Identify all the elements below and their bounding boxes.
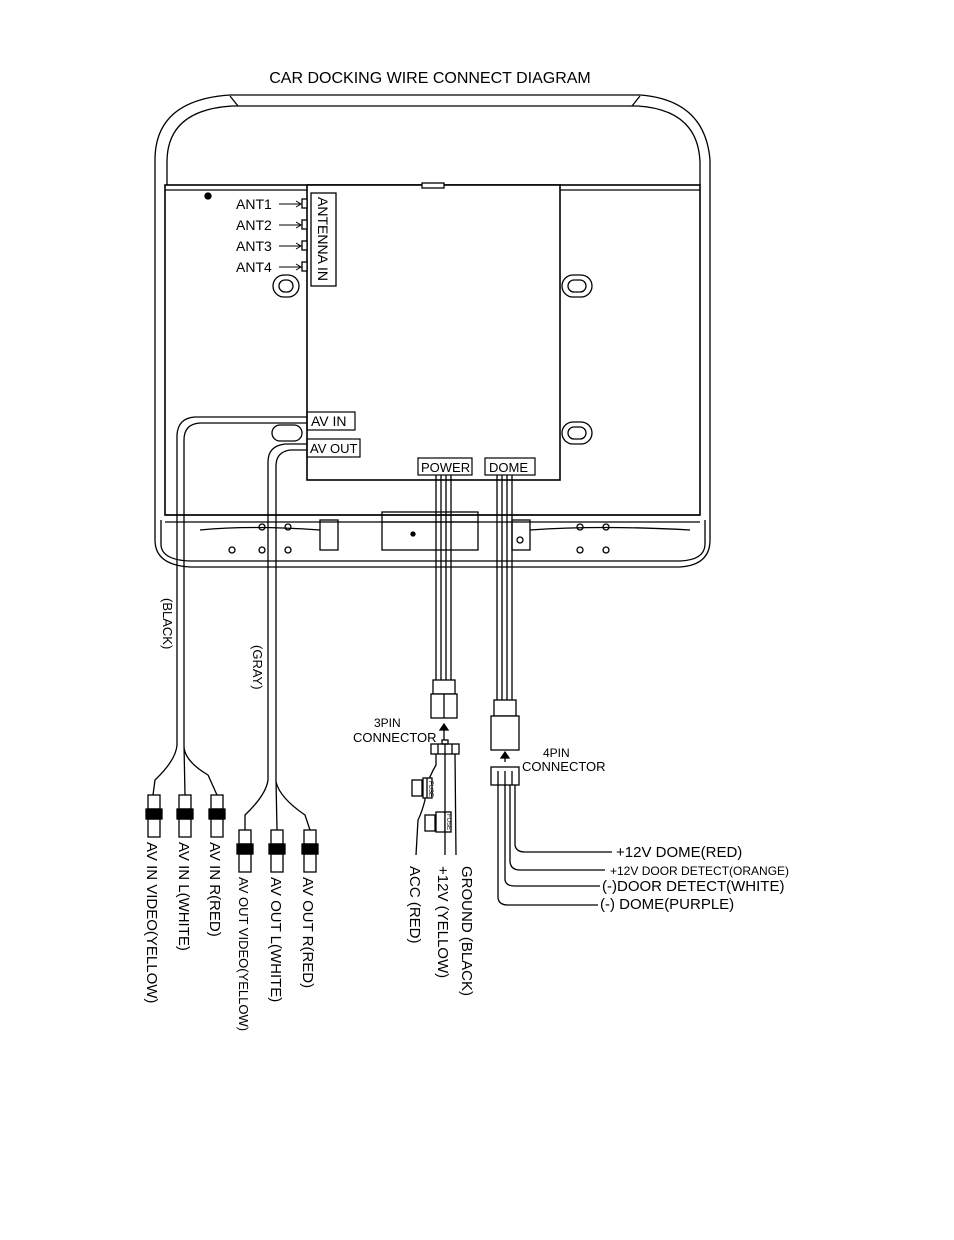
av-out-cable xyxy=(244,443,311,831)
av-out-right-plug xyxy=(301,829,319,873)
ant2-label: ANT2 xyxy=(236,217,272,233)
av-out-video-label: AV OUT VIDEO(YELLOW) xyxy=(236,877,251,1031)
4pin-connector-label-1: 4PIN xyxy=(543,746,570,760)
ant3-label: ANT3 xyxy=(236,238,272,254)
av-in-left-label: AV IN L(WHITE) xyxy=(175,842,192,951)
black-cable-label: (BLACK) xyxy=(160,598,175,649)
av-in-cable xyxy=(152,416,307,796)
av-in-right-plug xyxy=(208,794,226,838)
dome-port-label: DOME xyxy=(489,460,528,475)
receiver-module xyxy=(301,182,561,481)
dome-wire-labels: +12V DOME(RED) +12V DOOR DETECT(ORANGE) … xyxy=(600,844,789,913)
ground-wire-label: GROUND (BLACK) xyxy=(458,866,475,996)
power-port xyxy=(417,457,473,476)
antenna-in-label-box xyxy=(310,192,337,287)
neg-dome-label: (-) DOME(PURPLE) xyxy=(600,896,734,913)
av-in-video-plug xyxy=(145,794,163,838)
neg-door-detect-label: (-)DOOR DETECT(WHITE) xyxy=(602,878,784,895)
4pin-connector-label-2: CONNECTOR xyxy=(522,759,606,774)
av-in-port xyxy=(306,411,356,431)
av-in-port-label: AV IN xyxy=(311,413,347,429)
av-in-rca-plugs xyxy=(145,794,226,838)
av-out-rca-plugs xyxy=(236,829,319,873)
antenna-in-label: ANTENNA IN xyxy=(315,197,331,281)
antenna-inputs: ANT1 ANT2 ANT3 ANT4 xyxy=(236,196,272,275)
gray-cable-label: (GRAY) xyxy=(250,645,265,690)
av-out-video-plug xyxy=(236,829,254,873)
fuse-acc xyxy=(411,777,433,799)
av-out-port-label: AV OUT xyxy=(310,441,357,456)
12v-wire-label: +12V (YELLOW) xyxy=(434,866,451,978)
power-harness xyxy=(411,475,460,856)
av-out-right-label: AV OUT R(RED) xyxy=(299,877,316,988)
power-port-label: POWER xyxy=(421,460,470,475)
3pin-connector-label-1: 3PIN xyxy=(374,716,401,730)
12v-door-detect-label: +12V DOOR DETECT(ORANGE) xyxy=(610,864,789,878)
av-plug-labels: AV IN VIDEO(YELLOW) AV IN L(WHITE) AV IN… xyxy=(143,842,316,1031)
12v-dome-label: +12V DOME(RED) xyxy=(616,844,742,861)
diagram-title: CAR DOCKING WIRE CONNECT DIAGRAM xyxy=(269,70,591,87)
fuse-12v xyxy=(424,811,452,833)
acc-wire-label: ACC (RED) xyxy=(406,866,423,944)
power-wire-labels: ACC (RED) +12V (YELLOW) GROUND (BLACK) xyxy=(406,866,475,996)
ant1-label: ANT1 xyxy=(236,196,272,212)
av-in-video-label: AV IN VIDEO(YELLOW) xyxy=(143,842,160,1003)
fuse-12v-label: FUSE xyxy=(445,814,451,830)
av-in-left-plug xyxy=(176,794,194,838)
dome-harness xyxy=(490,475,612,906)
dome-port xyxy=(484,457,536,476)
av-out-port xyxy=(306,438,361,458)
antenna-arrows xyxy=(279,200,302,271)
docking-housing xyxy=(154,94,711,568)
fuse-acc-label: FUSE xyxy=(427,781,433,797)
av-out-left-plug xyxy=(268,829,286,873)
ant4-label: ANT4 xyxy=(236,259,272,275)
av-in-right-label: AV IN R(RED) xyxy=(206,842,223,937)
av-out-left-label: AV OUT L(WHITE) xyxy=(267,877,284,1002)
3pin-connector-label-2: CONNECTOR xyxy=(353,730,437,745)
